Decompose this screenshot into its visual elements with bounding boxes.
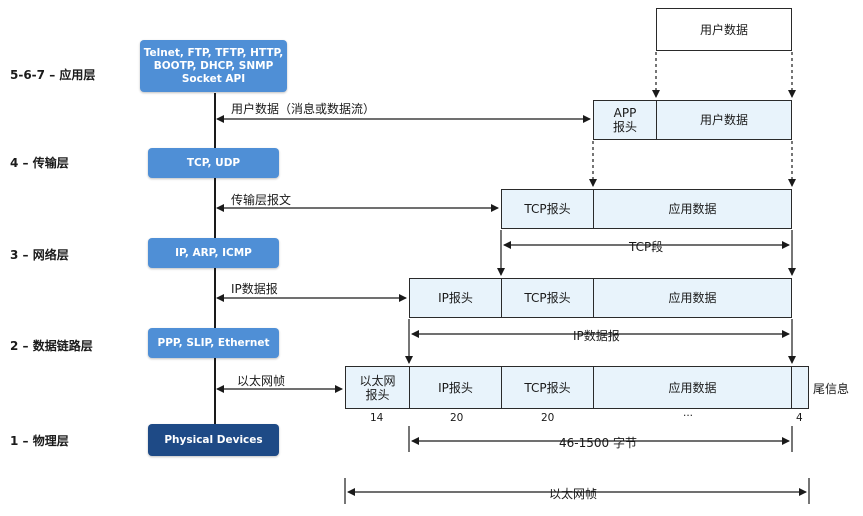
eth-trailer-label: 尾信息 xyxy=(813,382,850,396)
size-tcp-header: 20 xyxy=(541,412,555,424)
eth-header-box: 以太网 报头 xyxy=(345,366,410,409)
tcp-header-box: TCP报头 xyxy=(501,189,594,229)
ip-range-label: 46-1500 字节 xyxy=(555,434,641,451)
user-data-box: 用户数据 xyxy=(656,8,792,51)
arrow-label-ip-datagram: IP数据报 xyxy=(231,282,278,296)
protocol-box-datalink: PPP, SLIP, Ethernet xyxy=(148,328,279,358)
arrow-label-user-data: 用户数据（消息或数据流） xyxy=(231,102,376,116)
arrow-label-ethernet-frame: 以太网帧 xyxy=(237,374,286,388)
ip-tcp-header-box: TCP报头 xyxy=(501,278,594,318)
arrow-label-transport: 传输层报文 xyxy=(231,193,292,207)
layer-label-physical: 1 – 物理层 xyxy=(10,434,69,448)
protocol-box-transport: TCP, UDP xyxy=(148,148,279,178)
tcp-payload-box: 应用数据 xyxy=(593,189,792,229)
protocol-box-network: IP, ARP, ICMP xyxy=(148,238,279,268)
tcp-segment-label: TCP段 xyxy=(625,238,668,255)
eth-trailer-box xyxy=(791,366,809,409)
size-eth-header: 14 xyxy=(370,412,384,424)
protocol-box-application: Telnet, FTP, TFTP, HTTP, BOOTP, DHCP, SN… xyxy=(140,40,287,92)
protocol-box-physical: Physical Devices xyxy=(148,424,279,456)
app-header-box: APP 报头 xyxy=(593,100,657,140)
app-data-box: 用户数据 xyxy=(656,100,792,140)
layer-label-datalink: 2 – 数据链路层 xyxy=(10,339,93,353)
eth-ip-header-box: IP报头 xyxy=(409,366,502,409)
size-trailer: 4 xyxy=(796,412,803,424)
layer-label-application: 5-6-7 – 应用层 xyxy=(10,68,96,82)
size-ip-header: 20 xyxy=(450,412,464,424)
frame-length-label: 以太网帧 xyxy=(545,485,602,502)
layer-label-network: 3 – 网络层 xyxy=(10,248,69,262)
ip-datagram-label: IP数据报 xyxy=(569,327,624,344)
eth-payload-box: 应用数据 xyxy=(593,366,792,409)
ip-payload-box: 应用数据 xyxy=(593,278,792,318)
ip-header-box: IP报头 xyxy=(409,278,502,318)
eth-tcp-header-box: TCP报头 xyxy=(501,366,594,409)
layer-label-transport: 4 – 传输层 xyxy=(10,156,69,170)
size-payload: ··· xyxy=(683,410,694,422)
